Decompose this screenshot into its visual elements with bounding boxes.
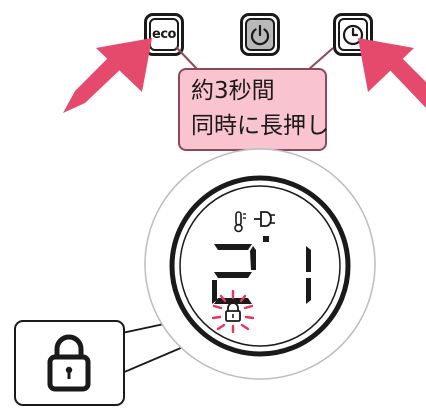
lock-indicator	[211, 289, 255, 334]
callout-line-1: 約3秒間	[191, 78, 275, 104]
power-button[interactable]	[240, 13, 280, 56]
digit-1	[306, 246, 311, 304]
power-icon	[250, 24, 270, 45]
callout-pointer-timer	[307, 47, 334, 71]
eco-label: eco	[152, 27, 176, 42]
lock-icon	[225, 302, 241, 322]
timer-button-face	[338, 18, 368, 51]
dial-display-ring	[169, 175, 351, 357]
lock-highlight-rays	[211, 289, 255, 334]
eco-button-face: eco	[149, 18, 179, 51]
dial-inner-ring	[179, 185, 341, 347]
power-button-face	[245, 18, 275, 51]
arrow-right-icon	[358, 38, 426, 108]
plug-icon	[254, 211, 275, 227]
eco-button[interactable]: eco	[144, 13, 184, 56]
callout-pointer-eco	[175, 46, 199, 71]
instruction-callout: 約3秒間 同時に長押し	[178, 68, 329, 151]
lock-zoom-box	[14, 320, 125, 406]
thermometer-icon	[234, 211, 246, 233]
clock-icon	[342, 24, 364, 45]
callout-line-2: 同時に長押し	[191, 113, 329, 139]
segment-dot	[263, 236, 269, 242]
arrow-left-icon	[63, 38, 152, 113]
lock-icon	[47, 334, 91, 392]
timer-button[interactable]	[333, 13, 373, 56]
